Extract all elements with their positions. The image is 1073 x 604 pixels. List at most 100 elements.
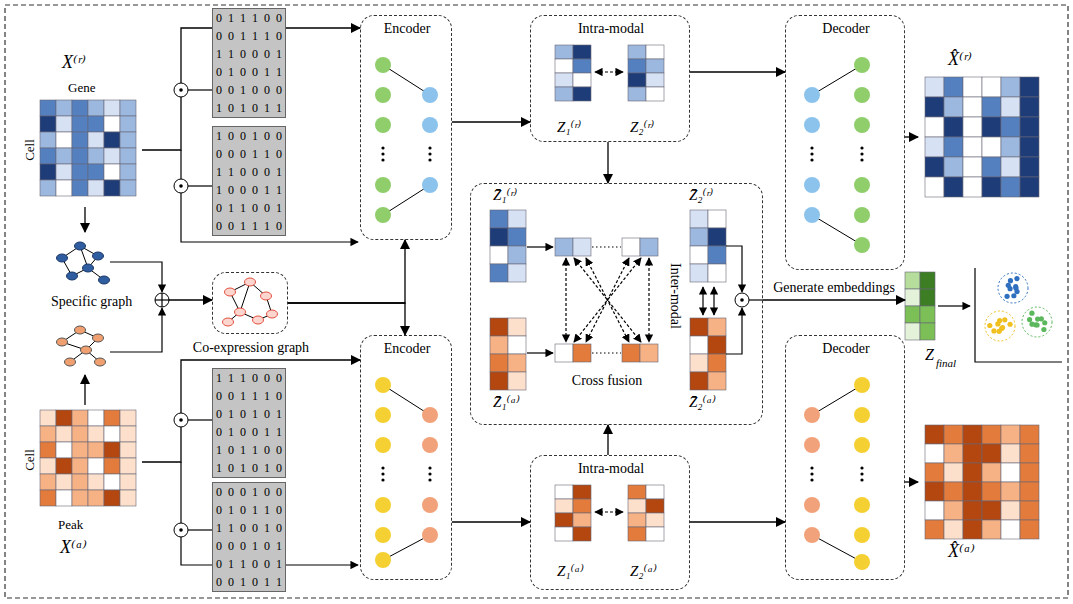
cluster-point xyxy=(1007,322,1012,327)
reconstructed-rna-cell xyxy=(1020,117,1039,137)
specific-graph-node xyxy=(81,346,92,354)
atac-matrix-cell xyxy=(120,442,136,458)
embedding-cell xyxy=(628,73,646,87)
rna-matrix-cell xyxy=(88,180,104,196)
fusion-cell xyxy=(490,228,508,246)
matrix-entry: 1 xyxy=(213,45,225,63)
matrix-entry: 0 xyxy=(237,181,249,199)
neuron xyxy=(422,497,438,513)
neuron-link xyxy=(812,385,862,415)
neuron xyxy=(854,207,870,223)
reconstructed-rna-cell xyxy=(982,97,1001,117)
specific-graph-node xyxy=(75,326,86,334)
matrix-entry: 0 xyxy=(213,9,225,27)
binary-matrix: 011100001110110001010011001000101011 xyxy=(212,8,286,118)
neuron xyxy=(804,527,820,543)
reconstructed-rna-cell xyxy=(925,97,944,117)
matrix-entry: 0 xyxy=(213,81,225,99)
matrix-entry: 0 xyxy=(225,217,237,235)
cluster-point xyxy=(1029,322,1034,327)
hadamard-dot xyxy=(179,418,183,422)
neuron xyxy=(422,437,438,453)
matrix-entry: 1 xyxy=(237,27,249,45)
embedding-cell xyxy=(646,87,664,101)
matrix-entry: 1 xyxy=(261,145,273,163)
coexpression-graph-node xyxy=(225,288,236,296)
ellipsis-dot xyxy=(810,158,813,161)
matrix-entry: 0 xyxy=(213,537,225,555)
arrow-connector xyxy=(607,425,608,455)
reconstructed-rna-cell xyxy=(1001,117,1020,137)
embedding-cell xyxy=(573,73,591,87)
atac-matrix-cell xyxy=(120,426,136,442)
embedding-cell xyxy=(628,513,646,527)
matrix-entry: 1 xyxy=(261,573,273,591)
cluster-outline xyxy=(1022,307,1052,337)
reconstructed-atac-cell xyxy=(925,425,944,444)
node-label: final xyxy=(936,354,956,372)
neuron xyxy=(422,117,438,133)
ellipsis-dot xyxy=(381,478,384,481)
matrix-entry: 1 xyxy=(237,459,249,477)
reconstructed-atac-cell xyxy=(944,520,963,539)
reconstructed-rna-cell xyxy=(925,77,944,97)
specific-graph-node xyxy=(57,338,68,346)
matrix-entry: 0 xyxy=(249,573,261,591)
rna-matrix-cell xyxy=(120,148,136,164)
matrix-entry: 1 xyxy=(237,217,249,235)
matrix-entry: 1 xyxy=(261,501,273,519)
atac-matrix-cell xyxy=(104,442,120,458)
rna-matrix-cell xyxy=(40,132,56,148)
hadamard-symbol xyxy=(174,523,188,537)
specific-graph-node xyxy=(93,252,104,260)
atac-matrix-cell xyxy=(56,410,72,426)
fusion-cell xyxy=(690,318,708,336)
embedding-cell xyxy=(628,59,646,73)
matrix-entry: 0 xyxy=(225,145,237,163)
matrix-entry: 0 xyxy=(273,519,285,537)
encoder-box: Encoder xyxy=(360,15,452,240)
arrow-connector xyxy=(905,136,918,137)
matrix-entry: 0 xyxy=(273,483,285,501)
matrix-entry: 0 xyxy=(261,199,273,217)
matrix-entry: 1 xyxy=(237,555,249,573)
mask-wire xyxy=(188,419,212,420)
reconstructed-rna-cell xyxy=(1001,97,1020,117)
rna-matrix-cell xyxy=(88,164,104,180)
neuron xyxy=(422,87,438,103)
embedding-cell xyxy=(555,527,573,541)
binary-matrix: 100100000110110001100011011001001110 xyxy=(212,126,286,236)
reconstructed-rna-cell xyxy=(1001,137,1020,157)
cluster-point xyxy=(1014,276,1019,281)
atac-matrix-cell xyxy=(40,458,56,474)
graph-wire xyxy=(110,262,162,292)
matrix-entry: 0 xyxy=(225,81,237,99)
matrix-entry: 1 xyxy=(249,127,261,145)
atac-matrix-cell xyxy=(88,458,104,474)
node-label: Encoder xyxy=(361,20,453,38)
cluster-outline xyxy=(998,273,1028,303)
arrow-connector xyxy=(288,303,405,335)
alignment-arrow xyxy=(702,287,703,315)
embedding-cell xyxy=(628,527,646,541)
cluster-point xyxy=(1004,294,1009,299)
matrix-entry: 1 xyxy=(225,45,237,63)
matrix-entry: 1 xyxy=(225,423,237,441)
row-vector-cell xyxy=(622,344,640,362)
embedding-cell xyxy=(555,45,573,59)
ellipsis-dot xyxy=(860,146,863,149)
rna-matrix-cell xyxy=(88,132,104,148)
rna-matrix-cell xyxy=(104,116,120,132)
neuron xyxy=(422,527,438,543)
matrix-entry: 0 xyxy=(249,181,261,199)
mask-wire xyxy=(188,89,212,90)
reconstructed-rna-cell xyxy=(1020,177,1039,197)
node-label: Z̄₂⁽ʳ⁾ xyxy=(689,186,713,204)
reconstructed-atac-cell xyxy=(963,425,982,444)
neuron xyxy=(854,87,870,103)
fusion-cell xyxy=(490,210,508,228)
matrix-entry: 0 xyxy=(273,9,285,27)
coexpression-graph-edge xyxy=(240,282,250,312)
neuron-link xyxy=(812,535,862,562)
